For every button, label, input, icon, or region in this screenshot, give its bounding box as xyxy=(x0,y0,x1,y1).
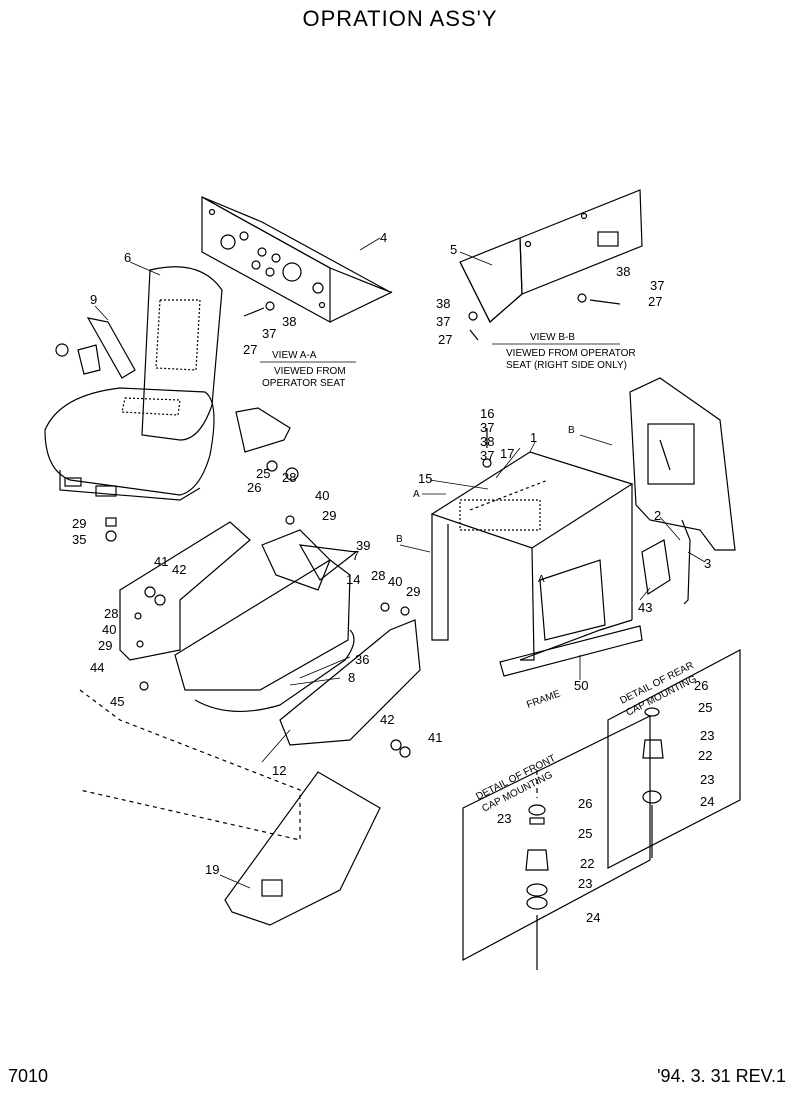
part-label-14: 14 xyxy=(346,572,360,587)
part-label-9: 9 xyxy=(90,292,97,307)
part-label-44: 44 xyxy=(90,660,104,675)
panel-bracket-4 xyxy=(201,195,393,324)
part-label-35: 35 xyxy=(72,532,86,547)
part-label-38: 38 xyxy=(282,314,296,329)
floor-plate-19 xyxy=(79,689,381,926)
revision-date: '94. 3. 31 REV.1 xyxy=(657,1066,786,1086)
part-label-25: 25 xyxy=(256,466,270,481)
latch-parts xyxy=(641,519,691,605)
part-label-29: 29 xyxy=(72,516,86,531)
arrow-a-label-1: A xyxy=(413,489,420,500)
fasteners xyxy=(134,293,621,691)
part-label-23: 23 xyxy=(700,728,714,743)
part-label-43: 43 xyxy=(638,600,652,615)
part-label-37-3: 37 xyxy=(480,420,494,435)
part-label-15: 15 xyxy=(418,471,432,486)
view-b-line2: SEAT (RIGHT SIDE ONLY) xyxy=(506,360,627,371)
part-label-22: 22 xyxy=(698,748,712,763)
part-label-28: 28 xyxy=(282,470,296,485)
part-label-16: 16 xyxy=(480,406,494,421)
part-label-29-3: 29 xyxy=(98,638,112,653)
view-b-title: VIEW B-B xyxy=(530,332,575,343)
part-label-23-4: 23 xyxy=(578,876,592,891)
arrow-b-label-1: B xyxy=(568,425,575,436)
detail-rear-cap-mounting xyxy=(607,649,741,869)
part-label-25-2: 25 xyxy=(698,700,712,715)
part-label-29-2: 29 xyxy=(322,508,336,523)
seat-6 xyxy=(44,266,223,501)
part-label-19: 19 xyxy=(205,862,219,877)
part-label-5: 5 xyxy=(450,242,457,257)
view-a-line2: OPERATOR SEAT xyxy=(262,378,345,389)
page-title: OPRATION ASS'Y xyxy=(302,6,498,31)
part-label-40-2: 40 xyxy=(102,622,116,637)
seat-mounting-plates xyxy=(119,521,421,758)
part-label-1: 1 xyxy=(530,430,537,445)
part-label-26: 26 xyxy=(247,480,261,495)
part-label-36: 36 xyxy=(355,652,369,667)
part-label-42: 42 xyxy=(172,562,186,577)
cab-shell-2 xyxy=(629,377,736,551)
part-label-40-3: 40 xyxy=(388,574,402,589)
part-label-8: 8 xyxy=(348,670,355,685)
part-label-37: 37 xyxy=(262,326,276,341)
arrow-b-label-2: B xyxy=(396,534,403,545)
detail-front-cap-mounting xyxy=(462,715,651,970)
part-label-38-3: 38 xyxy=(480,434,494,449)
part-label-29-4: 29 xyxy=(406,584,420,599)
part-label-50: 50 xyxy=(574,678,588,693)
part-label-26-3: 26 xyxy=(578,796,592,811)
view-a-line1: VIEWED FROM xyxy=(274,366,346,377)
leader-lines xyxy=(94,237,706,889)
view-b-line1: VIEWED FROM OPERATOR xyxy=(506,348,636,359)
part-label-17: 17 xyxy=(500,446,514,461)
part-label-27: 27 xyxy=(243,342,257,357)
seat-belt-9 xyxy=(55,317,299,542)
part-label-37-5: 37 xyxy=(650,278,664,293)
side-bracket-5 xyxy=(459,189,643,323)
part-label-27-2: 27 xyxy=(438,332,452,347)
part-label-37-2: 37 xyxy=(436,314,450,329)
cab-frame-1 xyxy=(430,451,643,677)
part-label-38-2: 38 xyxy=(436,296,450,311)
part-label-28-3: 28 xyxy=(371,568,385,583)
part-label-39: 39 xyxy=(356,538,370,553)
part-label-27-3: 27 xyxy=(648,294,662,309)
part-label-6: 6 xyxy=(124,250,131,265)
part-label-7: 7 xyxy=(352,548,359,563)
part-label-37-4: 37 xyxy=(480,448,494,463)
part-label-40: 40 xyxy=(315,488,329,503)
part-label-12: 12 xyxy=(272,763,286,778)
part-label-42-2: 42 xyxy=(380,712,394,727)
part-label-26-2: 26 xyxy=(694,678,708,693)
view-a-title: VIEW A-A xyxy=(272,350,317,361)
part-label-45: 45 xyxy=(110,694,124,709)
part-label-4: 4 xyxy=(380,230,387,245)
part-label-38-4: 38 xyxy=(616,264,630,279)
part-label-2: 2 xyxy=(654,508,661,523)
part-label-24: 24 xyxy=(700,794,714,809)
part-label-41-2: 41 xyxy=(428,730,442,745)
part-label-25-3: 25 xyxy=(578,826,592,841)
arrow-a-label-2: A xyxy=(538,574,545,585)
part-label-23-2: 23 xyxy=(700,772,714,787)
page-code: 7010 xyxy=(8,1066,49,1086)
part-label-28-2: 28 xyxy=(104,606,118,621)
part-label-3: 3 xyxy=(704,556,711,571)
frame-caption: FRAME xyxy=(525,688,562,710)
part-label-41: 41 xyxy=(154,554,168,569)
part-label-22-2: 22 xyxy=(580,856,594,871)
part-label-23-3: 23 xyxy=(497,811,511,826)
part-label-24-2: 24 xyxy=(586,910,600,925)
